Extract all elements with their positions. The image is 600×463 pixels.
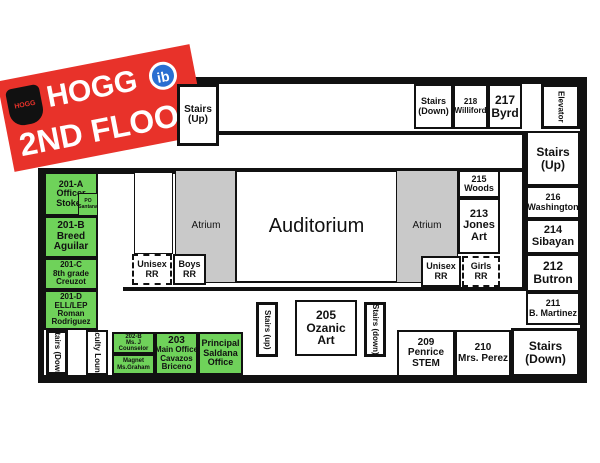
outer-wall-right <box>580 77 587 380</box>
outer-wall-left-top <box>38 168 178 174</box>
outer-wall-bottom <box>38 375 587 383</box>
stairs-down-left: Stairs (Down) <box>46 330 68 375</box>
inner-wall-top <box>215 131 526 135</box>
stairs-down-center: Stairs (down) <box>364 302 386 357</box>
left-hall-box <box>134 172 173 254</box>
core-wall-bottom <box>123 287 523 291</box>
faculty-lounge: Faculty Lounge <box>86 330 108 375</box>
stairs-down-top: Stairs(Down) <box>414 84 453 129</box>
stairs-up-top: Stairs(Up) <box>177 84 219 146</box>
outer-wall-left <box>38 168 44 381</box>
outer-wall-top <box>175 77 587 84</box>
elevator: Elevator <box>541 84 580 129</box>
auditorium: Auditorium <box>235 170 398 283</box>
stairs-up-right: Stairs(Up) <box>526 131 580 186</box>
stairs-up-center: Stairs (up) <box>256 302 278 357</box>
floor-badge: HOGG HOGG ib 2ND FLOOR <box>0 44 207 172</box>
stairs-down-right: Stairs(Down) <box>511 328 580 377</box>
inner-wall-right <box>522 131 526 291</box>
